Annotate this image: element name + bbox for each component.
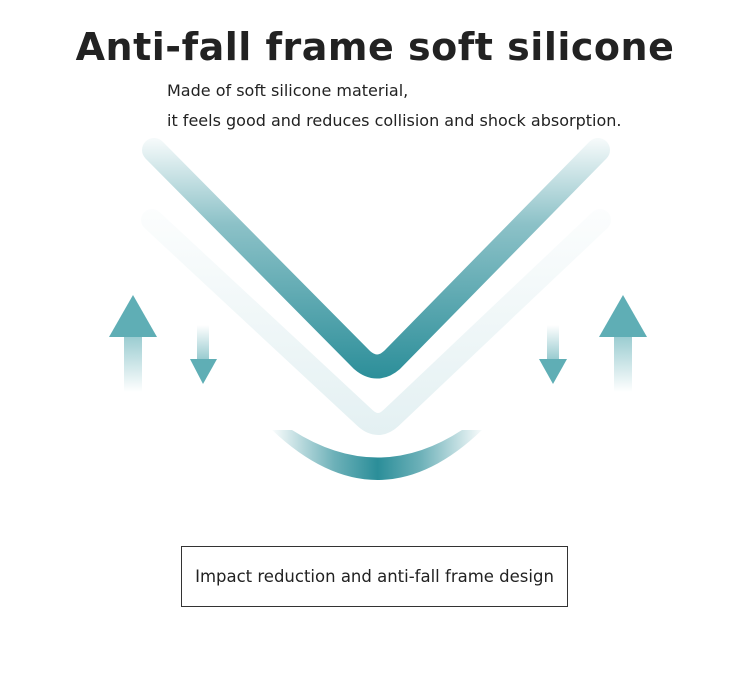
subtitle-line-2: it feels good and reduces collision and … (167, 111, 622, 130)
caption-text: Impact reduction and anti-fall frame des… (195, 567, 554, 586)
page-title: Anti-fall frame soft silicone (75, 25, 675, 69)
arrow-up-icon (599, 295, 647, 393)
cushion-arc (272, 430, 482, 480)
arrow-down-icon (539, 325, 567, 384)
subtitle-line-1: Made of soft silicone material, (167, 81, 409, 100)
arrow-up-icon (109, 295, 157, 393)
caption-box: Impact reduction and anti-fall frame des… (181, 546, 568, 607)
silicone-frame (142, 138, 610, 379)
arrow-down-icon (190, 325, 217, 384)
silicone-frame-echo (141, 209, 611, 435)
